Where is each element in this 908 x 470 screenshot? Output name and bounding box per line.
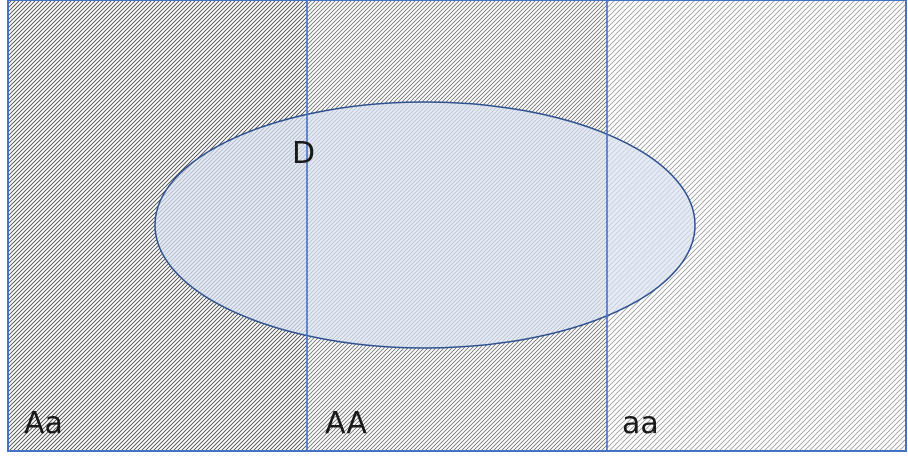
outer-border [7, 0, 907, 452]
ellipse-d [154, 101, 696, 349]
region-label-aa-heterozygous: Aa [24, 406, 63, 441]
region-label-aa-homozygous-recessive: aa [622, 406, 659, 441]
region-label-aa-homozygous-dominant: AA [325, 406, 367, 441]
ellipse-label-d: D [292, 136, 315, 171]
